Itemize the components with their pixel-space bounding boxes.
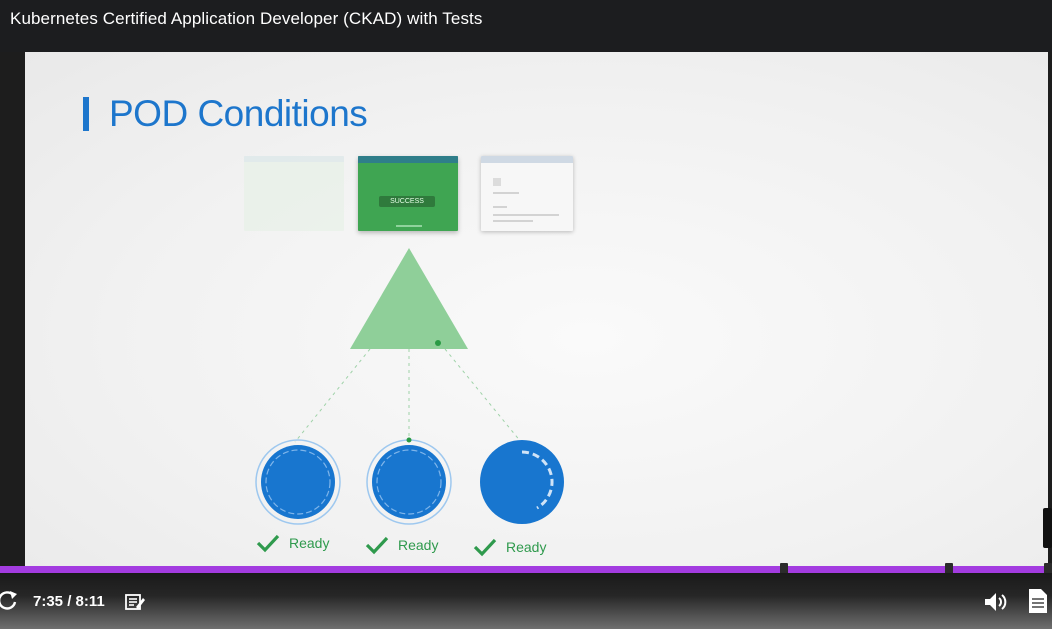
course-title: Kubernetes Certified Application Develop… xyxy=(10,9,483,28)
pod-circle-3 xyxy=(480,440,564,524)
pod-diagram xyxy=(255,248,564,525)
check-icon xyxy=(256,534,280,553)
ready-status-1: Ready xyxy=(255,532,329,554)
player-controls: 7:35 / 8:11 xyxy=(0,573,1052,629)
faded-browser-thumbnail xyxy=(244,156,344,231)
course-title-bar: Kubernetes Certified Application Develop… xyxy=(0,0,1052,52)
check-icon xyxy=(365,536,389,555)
ready-label: Ready xyxy=(398,537,439,553)
success-browser-thumbnail: SUCCESS xyxy=(358,156,458,231)
title-accent-bar xyxy=(83,97,89,131)
volume-icon[interactable] xyxy=(983,590,1009,614)
progress-scrubber[interactable] xyxy=(1044,563,1052,577)
ready-label: Ready xyxy=(506,539,547,555)
lecture-slide: POD Conditions SUCCESS xyxy=(25,52,1048,572)
ready-status-2: Ready xyxy=(364,534,438,556)
video-player[interactable]: POD Conditions SUCCESS xyxy=(0,52,1052,629)
bookmark-marker[interactable] xyxy=(945,563,953,577)
bookmark-marker[interactable] xyxy=(780,563,788,577)
progress-bar[interactable] xyxy=(0,563,1052,577)
ready-label: Ready xyxy=(289,535,330,551)
error-browser-thumbnail xyxy=(481,156,573,231)
ready-status-3: Ready xyxy=(472,536,546,558)
right-letterbox xyxy=(1048,52,1052,572)
node-indicator-dot xyxy=(435,340,441,346)
slide-title-text: POD Conditions xyxy=(109,93,368,134)
success-badge: SUCCESS xyxy=(379,196,435,207)
slide-title: POD Conditions xyxy=(83,93,368,134)
pod-circle-2 xyxy=(366,437,452,525)
time-display: 7:35 / 8:11 xyxy=(33,593,105,610)
left-letterbox xyxy=(0,52,25,572)
check-icon xyxy=(473,538,497,557)
notes-icon[interactable] xyxy=(124,592,146,612)
pod-circle-1 xyxy=(255,439,341,525)
sidebar-toggle-handle[interactable] xyxy=(1043,508,1052,548)
connector-lines xyxy=(294,348,522,443)
transcript-icon[interactable] xyxy=(1027,587,1049,615)
service-node-triangle xyxy=(350,248,468,349)
replay-icon[interactable] xyxy=(0,589,18,611)
